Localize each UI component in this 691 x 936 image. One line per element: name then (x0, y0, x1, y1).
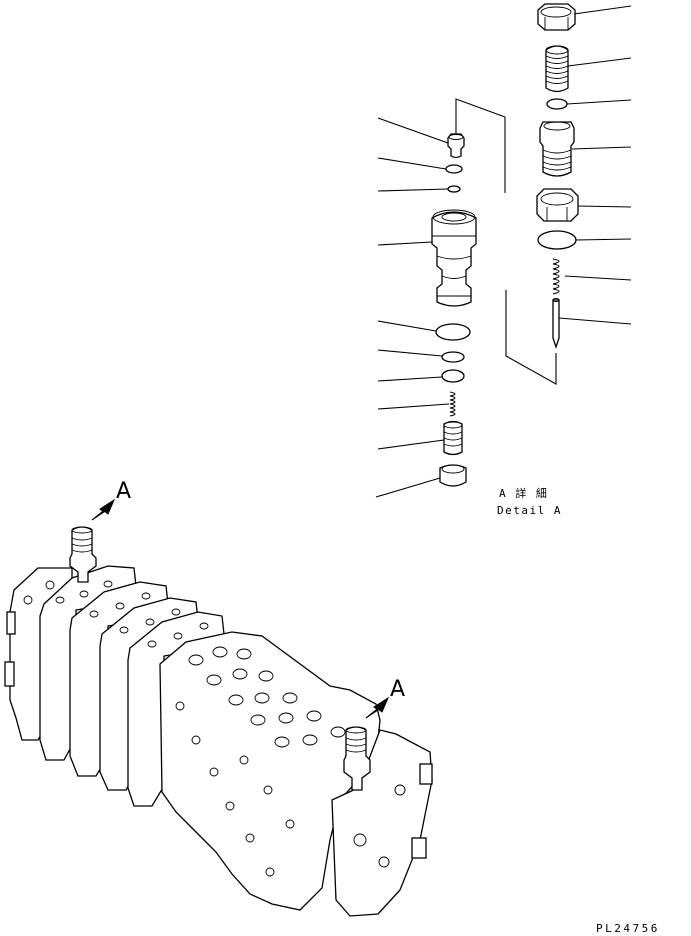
o-ring-part-2 (445, 164, 463, 174)
leader-lines-left (375, 117, 450, 498)
spring-part-2 (449, 391, 456, 417)
nut-part (536, 188, 579, 222)
view-arrow-left-letter: A (116, 479, 131, 504)
cap-part (439, 464, 467, 487)
control-valve-block (4, 565, 433, 917)
view-arrow-left (91, 498, 116, 521)
detail-label-jp: A 詳 細 (499, 486, 548, 500)
sleeve-part (539, 121, 575, 177)
relief-valve-right (343, 726, 371, 791)
backup-ring-part-1 (537, 230, 577, 250)
body-bolt-holes (175, 646, 346, 877)
o-ring-part-3 (435, 323, 471, 341)
view-arrow-right (365, 696, 390, 719)
backup-ring-part-2 (441, 351, 465, 363)
lock-nut-part (537, 3, 576, 31)
main-valve-stack (375, 117, 477, 498)
valve-body-part (431, 209, 477, 307)
o-ring-part-1 (546, 98, 568, 110)
ring-part-2 (441, 369, 465, 383)
piston-part (443, 420, 463, 456)
assembly-bracket (455, 98, 557, 385)
relief-assembly-stack (536, 3, 632, 350)
poppet-part (552, 298, 560, 350)
ring-part-1 (447, 185, 461, 193)
view-arrow-right-letter: A (390, 677, 405, 702)
plug-part (447, 133, 465, 159)
drawing-number: PL24756 (596, 922, 660, 935)
adjust-screw-part (545, 45, 569, 93)
section-bolts (55, 580, 209, 648)
spring-part-1 (552, 258, 560, 295)
leader-lines-right (558, 5, 632, 325)
detail-label-en: Detail A (497, 504, 562, 517)
relief-valve-left (69, 526, 97, 583)
